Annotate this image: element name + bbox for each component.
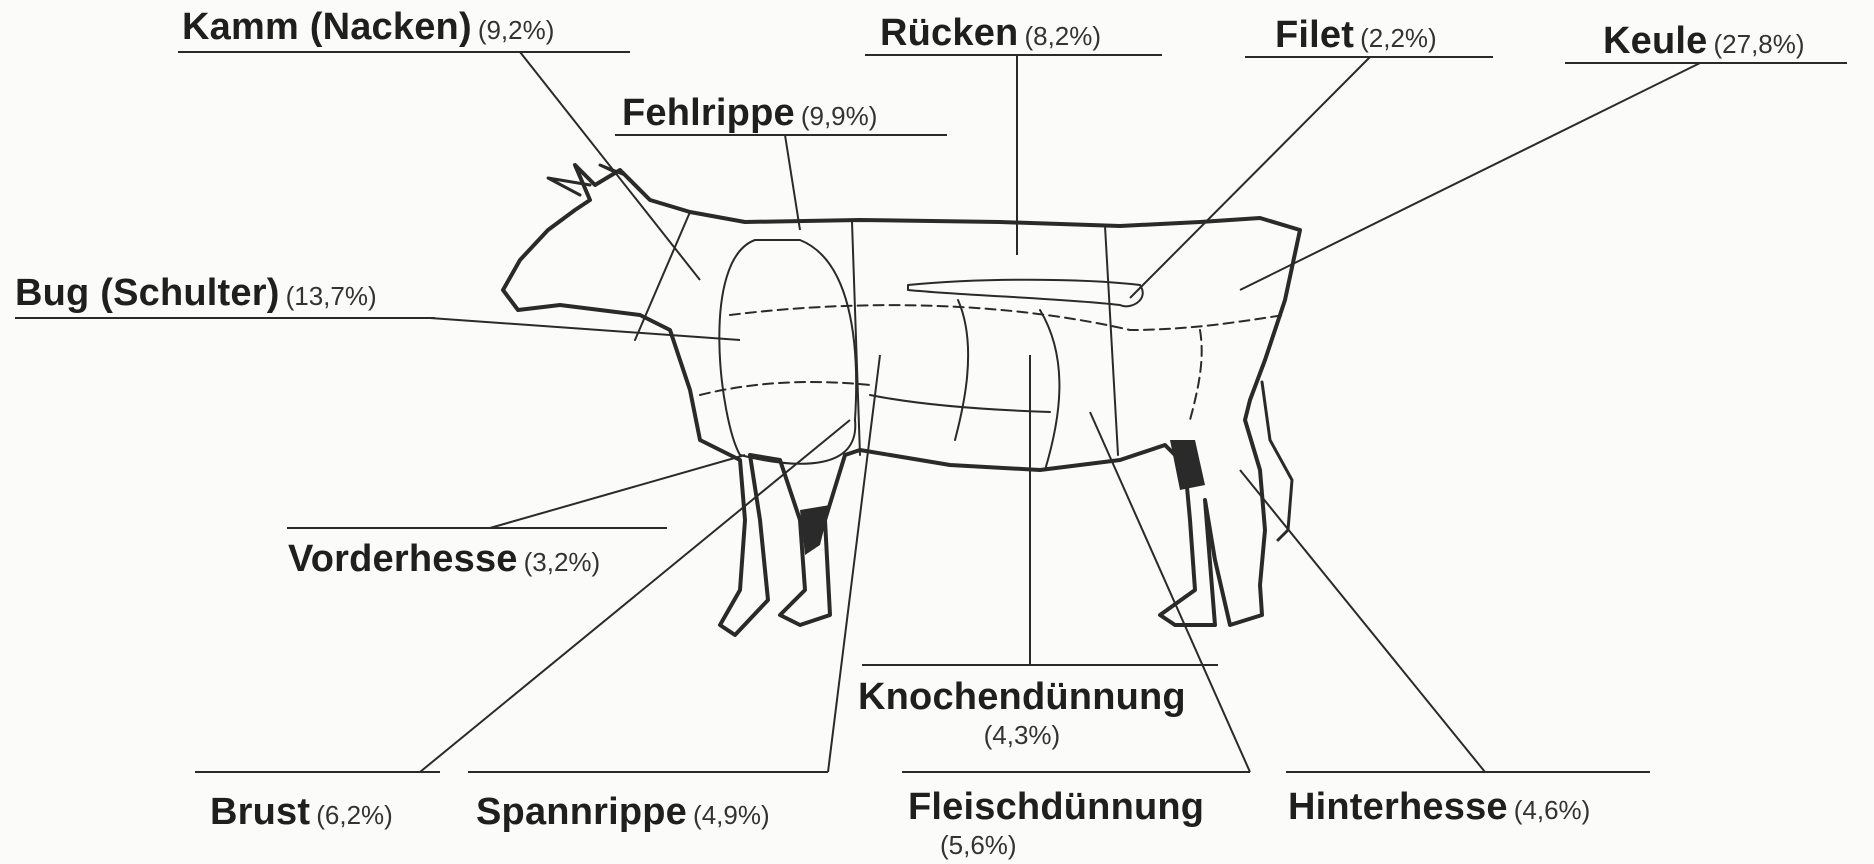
leader-bug [430, 318, 740, 340]
label-vorderhesse-name: Vorderhesse [288, 538, 518, 580]
leader-brust [420, 420, 850, 772]
label-ruecken: Rücken(8,2%) [880, 14, 1101, 52]
label-knochen-pct: (4,3%) [858, 722, 1186, 748]
label-brust: Brust(6,2%) [210, 793, 393, 831]
cut-line-fleisch [1040, 310, 1059, 470]
label-vorderhesse: Vorderhesse(3,2%) [288, 540, 600, 578]
label-keule: Keule(27,8%) [1603, 22, 1805, 60]
leader-vorderhesse [490, 455, 745, 528]
cut-line-knochen [955, 300, 968, 440]
leader-keule [1240, 63, 1700, 290]
label-fehlrippe-pct: (9,9%) [801, 101, 878, 131]
label-fleisch: Fleischdünnung (5,6%) [908, 788, 1204, 858]
label-ruecken-name: Rücken [880, 12, 1018, 54]
cut-line-bauch [870, 395, 1050, 412]
cut-line-upper-dashed [730, 305, 1285, 330]
label-hinterhesse-pct: (4,6%) [1514, 795, 1591, 825]
label-fleisch-pct: (5,6%) [940, 832, 1204, 858]
label-filet-name: Filet [1275, 14, 1354, 56]
label-spannrippe-pct: (4,9%) [693, 800, 770, 830]
cut-line-lower-dashed [700, 382, 870, 395]
label-spannrippe-name: Spannrippe [476, 791, 687, 833]
leader-hinterhesse [1240, 470, 1485, 772]
label-knochen-name: Knochendünnung [858, 676, 1186, 718]
leader-fehlrippe [785, 135, 800, 230]
cut-line-bug [719, 240, 856, 464]
label-filet: Filet(2,2%) [1275, 16, 1437, 54]
label-hinterhesse: Hinterhesse(4,6%) [1288, 788, 1590, 826]
label-bug-pct: (13,7%) [286, 281, 377, 311]
label-kamm-name: Kamm (Nacken) [182, 6, 472, 48]
label-knochen: Knochendünnung (4,3%) [858, 678, 1186, 748]
label-hinterhesse-name: Hinterhesse [1288, 786, 1508, 828]
label-keule-name: Keule [1603, 20, 1707, 62]
shank-hind [1170, 440, 1205, 490]
label-vorderhesse-pct: (3,2%) [524, 547, 601, 577]
label-spannrippe: Spannrippe(4,9%) [476, 793, 770, 831]
label-fehlrippe-name: Fehlrippe [622, 92, 795, 134]
leader-filet [1130, 57, 1370, 298]
cut-line-hinter-dashed [1190, 330, 1202, 420]
label-brust-pct: (6,2%) [316, 800, 393, 830]
label-fleisch-name: Fleischdünnung [908, 786, 1204, 828]
label-kamm-pct: (9,2%) [478, 15, 555, 45]
leader-kamm [520, 52, 700, 280]
label-bug-name: Bug (Schulter) [15, 272, 280, 314]
label-keule-pct: (27,8%) [1713, 29, 1804, 59]
label-fehlrippe: Fehlrippe(9,9%) [622, 94, 877, 132]
cut-line-keule [1105, 226, 1118, 455]
label-brust-name: Brust [210, 791, 310, 833]
label-filet-pct: (2,2%) [1360, 23, 1437, 53]
label-ruecken-pct: (8,2%) [1024, 21, 1101, 51]
label-kamm: Kamm (Nacken)(9,2%) [182, 8, 554, 46]
label-bug: Bug (Schulter)(13,7%) [15, 274, 377, 312]
